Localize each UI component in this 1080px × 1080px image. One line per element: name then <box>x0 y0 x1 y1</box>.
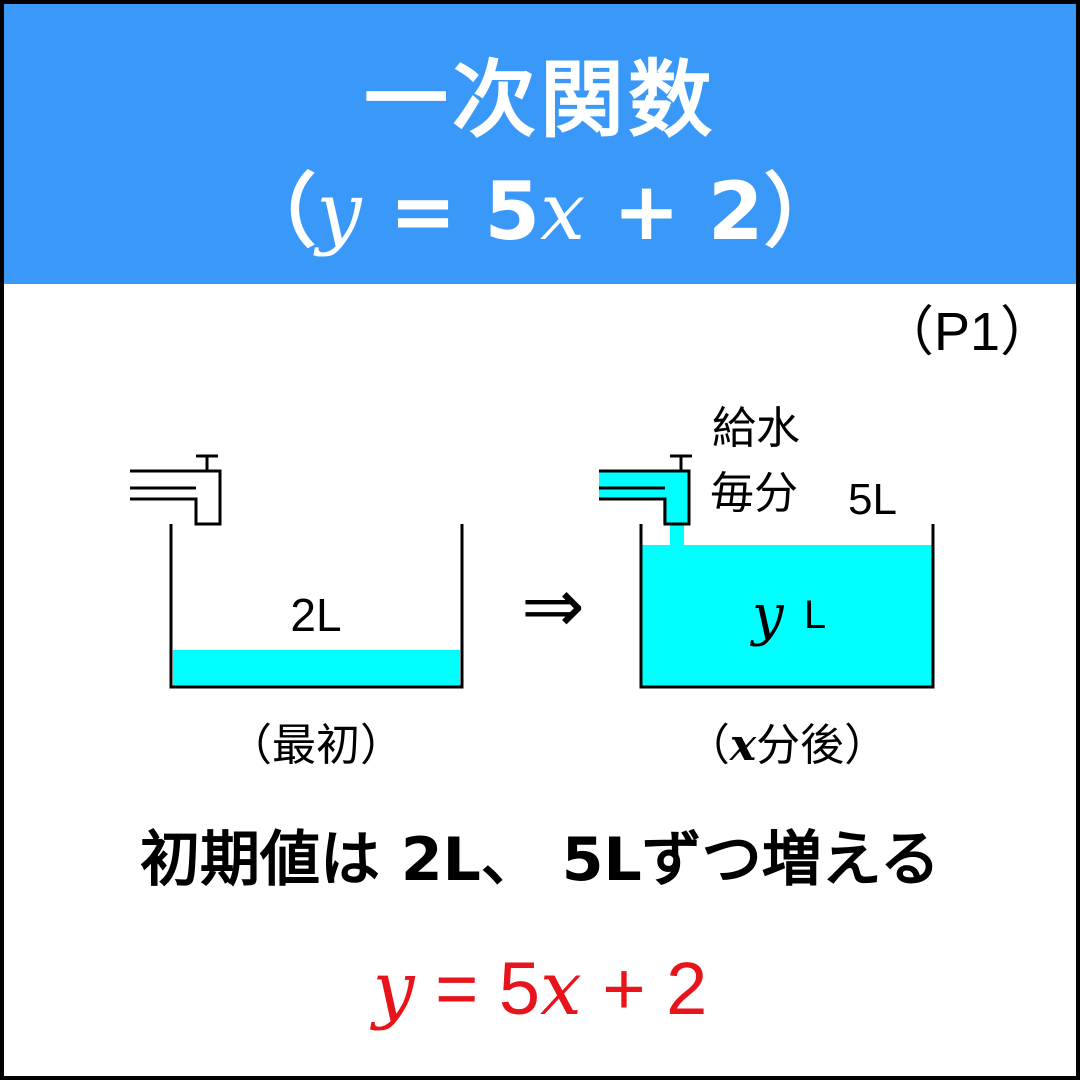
after-amount-unit: L <box>804 593 826 637</box>
result-formula: y = 5x + 2 <box>0 944 1080 1034</box>
initial-water-fill <box>173 650 460 686</box>
after-caption-rest: 分後） <box>756 720 888 771</box>
formula-open-paren: （ <box>236 165 317 258</box>
after-caption-var: x <box>729 720 757 771</box>
after-caption-open: （ <box>686 720 730 771</box>
supply-label-line1: 給水 <box>712 403 800 454</box>
result-constant: 2 <box>666 947 708 1030</box>
formula-x-var: x <box>540 165 586 258</box>
after-caption: （x分後） <box>686 720 888 771</box>
formula-equals: = <box>361 165 485 258</box>
supply-label-line2-prefix: 毎分 <box>710 468 798 519</box>
faucet-icon-right <box>599 454 692 547</box>
formula-y-var: y <box>316 165 362 258</box>
page-title: 一次関数 <box>363 51 716 149</box>
title-formula: （y = 5x + 2） <box>4 164 1076 260</box>
formula-constant: 2 <box>707 165 764 258</box>
filled-water <box>642 545 932 686</box>
result-equals: = <box>414 947 499 1030</box>
page-number-label: （P1） <box>880 302 1055 362</box>
formula-coefficient: 5 <box>484 165 541 258</box>
faucet-icon-left <box>130 454 222 526</box>
transition-arrow: ⇒ <box>521 561 585 650</box>
initial-caption: （最初） <box>228 720 404 771</box>
formula-close-paren: ） <box>763 165 844 258</box>
summary-text: 初期値は 2L、 5Lずつ増える <box>140 825 940 895</box>
initial-amount-label: 2L <box>290 589 341 641</box>
supply-rate-label: 5L <box>848 475 897 524</box>
formula-plus: + <box>585 165 708 258</box>
result-x-var: x <box>540 946 582 1032</box>
result-y-var: y <box>372 946 415 1032</box>
tank-initial <box>169 524 464 689</box>
tank-after <box>639 524 935 689</box>
title-banner: 一次関数 （y = 5x + 2） <box>4 4 1076 284</box>
result-coefficient: 5 <box>498 947 541 1030</box>
result-plus: + <box>581 947 667 1030</box>
after-amount-var: y <box>749 583 785 648</box>
